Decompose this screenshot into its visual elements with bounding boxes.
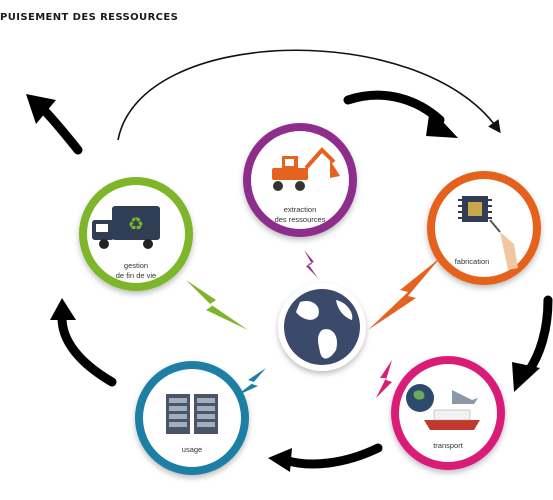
stage-label-line: transport (433, 441, 464, 450)
center-globe (278, 283, 366, 371)
page-title: PUISEMENT DES RESSOURCES (0, 12, 179, 23)
arrow-extraction-to-fabrication (343, 90, 458, 138)
lightning-transport (376, 360, 392, 398)
return-arc-arrow (117, 49, 501, 141)
stage-label-line: des ressources (275, 215, 326, 224)
lightning-gestion (186, 280, 248, 330)
stage-label-line: extraction (284, 205, 317, 214)
stage-label-line: gestion (124, 261, 148, 270)
stage-transport: transport (391, 356, 505, 470)
stage-usage: usage (135, 361, 249, 475)
stage-fabrication: fabrication (427, 171, 541, 285)
arrow-fabrication-to-transport (512, 295, 553, 392)
stage-label-line: fabrication (455, 257, 490, 266)
stage-label-line: usage (182, 445, 202, 454)
arrow-usage-to-gestion (50, 298, 117, 387)
server-rack-icon (166, 394, 218, 434)
recycling-truck-icon: ♻ (92, 206, 160, 249)
lightning-usage (236, 368, 266, 396)
excavator-icon (272, 147, 340, 191)
lightning-fabrication (368, 258, 440, 330)
arrow-transport-to-usage (268, 443, 383, 472)
microchip-icon (458, 196, 518, 270)
lightning-extraction (304, 250, 318, 278)
svg-text:♻: ♻ (128, 214, 144, 235)
stage-extraction: extraction des ressources (243, 123, 357, 237)
ship-plane-globe-icon (406, 384, 480, 430)
stage-label-line: de fin de vie (116, 271, 156, 280)
stage-gestion: ♻ gestion de fin de vie (79, 177, 193, 291)
arrow-gestion-exit (26, 94, 83, 155)
